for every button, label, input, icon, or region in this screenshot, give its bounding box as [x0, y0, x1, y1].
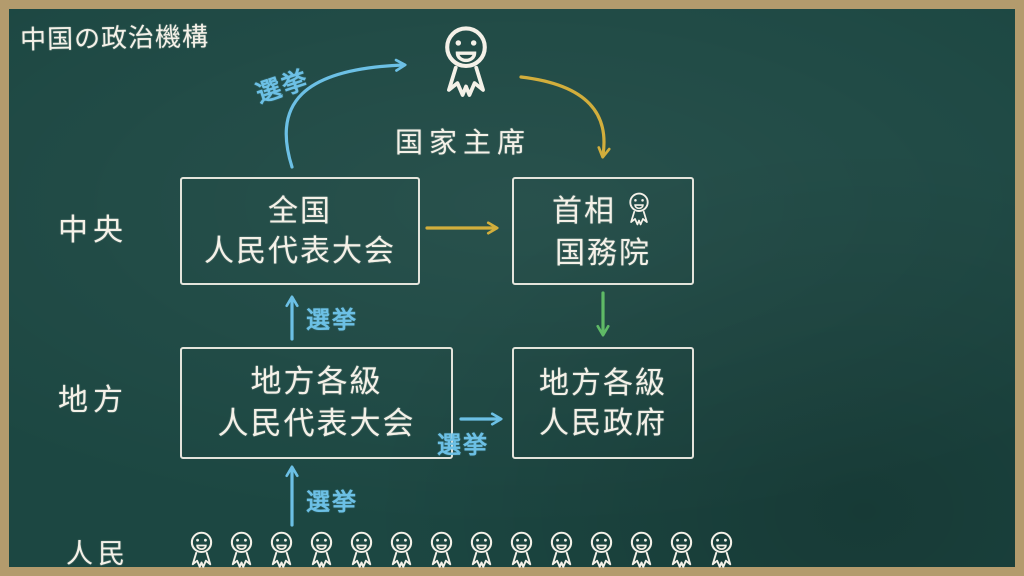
head-of-state-label: 国家主席: [395, 126, 532, 159]
person-icon: [185, 531, 218, 573]
person-doodle-icon: [590, 531, 613, 568]
person-doodle-icon: [550, 531, 573, 568]
person-doodle-icon: [629, 192, 649, 226]
person-doodle-icon: [710, 531, 733, 568]
premier-person-icon: [624, 192, 654, 230]
person-doodle-icon: [390, 531, 413, 568]
people-row: [185, 531, 738, 573]
election-label-top: 選挙: [252, 64, 313, 109]
person-icon: [625, 531, 658, 573]
person-doodle-icon: [230, 531, 253, 568]
person-doodle-icon: [430, 531, 453, 568]
person-doodle-icon: [445, 26, 487, 97]
node-national-peoples-congress: 全国 人民代表大会: [180, 177, 420, 285]
node-local-peoples-congress: 地方各級 人民代表大会: [180, 347, 453, 459]
person-icon: [505, 531, 538, 573]
node-text-line: 人民代表大会: [204, 233, 396, 269]
arrows-layer: [284, 58, 611, 527]
election-label-mid: 選挙: [306, 306, 358, 334]
person-doodle-icon: [310, 531, 333, 568]
person-icon: [545, 531, 578, 573]
chalkboard: 中国の政治機構 中央 地方 人民 国家主席 全国 人民代表大会 首相 国務院: [9, 9, 1015, 570]
election-label-people: 選挙: [306, 488, 358, 516]
node-text-line: 全国: [268, 193, 332, 229]
node-state-council: 首相 国務院: [512, 177, 694, 285]
person-doodle-icon: [350, 531, 373, 568]
person-icon: [465, 531, 498, 573]
person-icon: [305, 531, 338, 573]
node-text-line: 人民代表大会: [217, 405, 416, 442]
node-text-line: 地方各級: [539, 365, 667, 401]
premier-label: 首相: [552, 193, 616, 229]
node-text-line: 国務院: [555, 236, 651, 271]
person-doodle-icon: [670, 531, 693, 568]
diagram-title: 中国の政治機構: [19, 22, 210, 56]
person-doodle-icon: [510, 531, 533, 568]
row-label-people: 人民: [66, 539, 130, 570]
person-icon: [425, 531, 458, 573]
election-label-local: 選挙: [437, 431, 489, 459]
person-doodle-icon: [270, 531, 293, 568]
person-icon: [705, 531, 738, 573]
node-text-line: 地方各級: [250, 364, 383, 401]
row-label-central: 中央: [58, 213, 128, 248]
person-icon: [585, 531, 618, 573]
row-label-local: 地方: [58, 383, 128, 418]
person-icon: [385, 531, 418, 573]
appoint-arrow-president-to-council: [519, 75, 611, 159]
person-icon: [665, 531, 698, 573]
node-local-peoples-government: 地方各級 人民政府: [512, 347, 694, 459]
person-doodle-icon: [190, 531, 213, 568]
person-doodle-icon: [470, 531, 493, 568]
person-icon: [265, 531, 298, 573]
person-icon: [225, 531, 258, 573]
node-text-line: 人民政府: [539, 405, 667, 441]
person-doodle-icon: [630, 531, 653, 568]
person-icon: [345, 531, 378, 573]
head-of-state-icon: [430, 25, 502, 107]
